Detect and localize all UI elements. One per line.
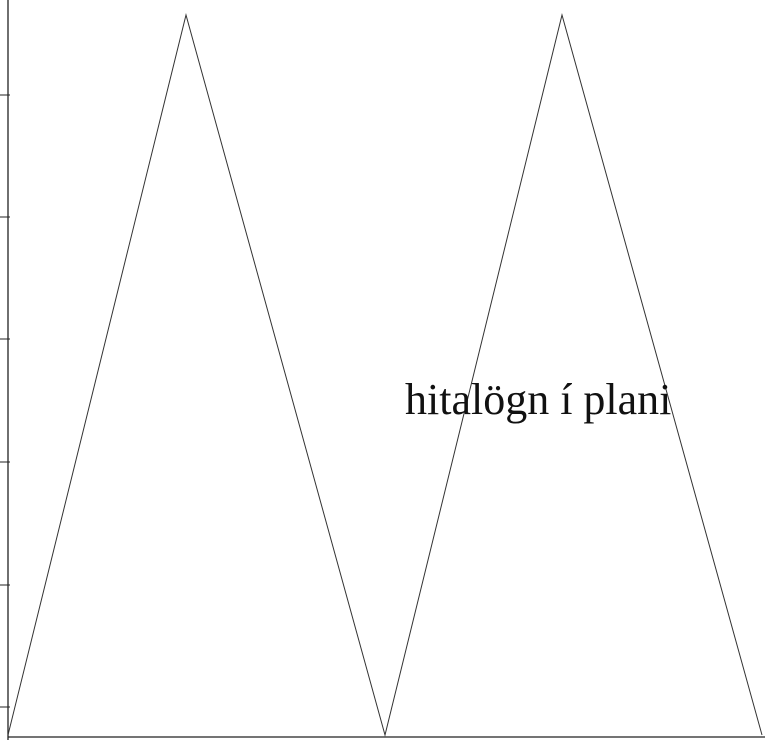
diagram-label: hitalögn í plani — [405, 375, 671, 424]
axis-ticks — [0, 94, 10, 708]
zigzag-pipe-outline — [7, 13, 763, 737]
